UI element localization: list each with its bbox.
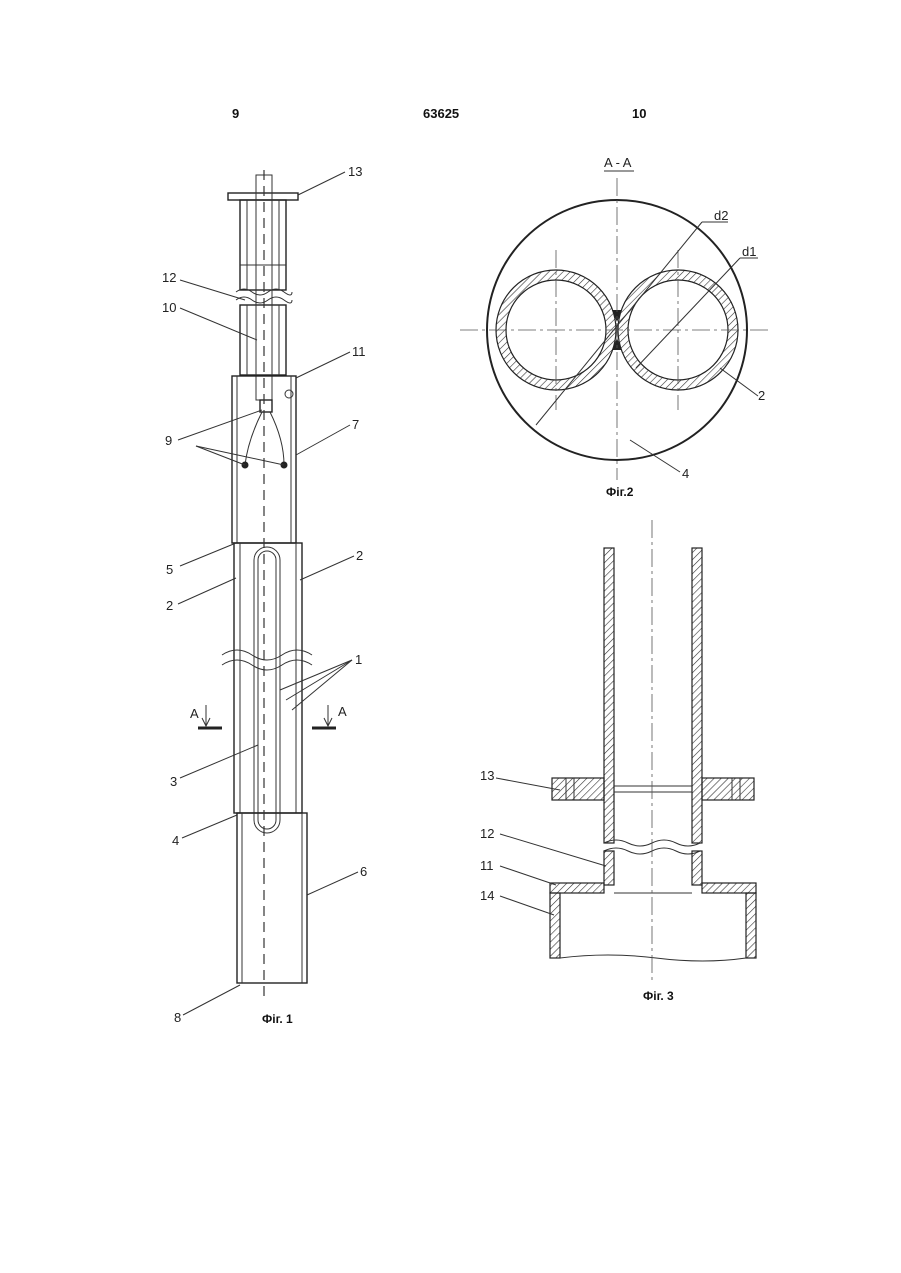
fig3-label-14: 14 (480, 888, 494, 903)
fig1-label-7: 7 (352, 417, 359, 432)
vessel-14-right (746, 893, 756, 958)
fig1-label-5: 5 (166, 562, 173, 577)
fig1-label-9: 9 (165, 433, 172, 448)
flange-13-right (702, 778, 754, 800)
flange-13-left (552, 778, 604, 800)
plate-11-left (550, 883, 604, 893)
flange-13 (228, 193, 298, 200)
fig1-label-10: 10 (162, 300, 176, 315)
wire-right (270, 412, 284, 465)
figure-3: 13 12 11 14 Фіг. 3 (480, 520, 756, 1003)
lower-pipe-6 (237, 813, 307, 983)
body-2 (234, 543, 302, 813)
fig1-caption: Фіг. 1 (262, 1012, 293, 1026)
fig1-label-12: 12 (162, 270, 176, 285)
neck-12-right (692, 851, 702, 885)
fig1-section-a-right: A (338, 704, 347, 719)
fig2-label-4: 4 (682, 466, 689, 481)
fig1-section-a-left: A (190, 706, 199, 721)
fig3-label-13: 13 (480, 768, 494, 783)
fig2-section-title: A - A (604, 155, 632, 170)
fitting-circle (285, 390, 293, 398)
neck-12-left (604, 851, 614, 885)
fig3-label-11: 11 (480, 858, 494, 873)
fig1-label-13: 13 (348, 164, 362, 179)
fig1-label-2-right: 2 (356, 548, 363, 563)
figure-1: 13 12 10 11 9 7 5 2 2 1 A A 3 4 6 8 Фіг.… (162, 164, 367, 1026)
vessel-14-left (550, 893, 560, 958)
fig3-caption: Фіг. 3 (643, 989, 674, 1003)
fig1-label-3: 3 (170, 774, 177, 789)
fig3-label-12: 12 (480, 826, 494, 841)
fig1-label-11: 11 (352, 344, 366, 359)
figure-2: A - A d2 d1 2 4 Фіг.2 (460, 155, 772, 499)
fig1-label-6: 6 (360, 864, 367, 879)
fig2-label-d2: d2 (714, 208, 728, 223)
fig1-label-2-left: 2 (166, 598, 173, 613)
fig1-label-1: 1 (355, 652, 362, 667)
fig1-label-8: 8 (174, 1010, 181, 1025)
fig2-label-2: 2 (758, 388, 765, 403)
pipe-wall-left (604, 548, 614, 843)
fig2-caption: Фіг.2 (606, 485, 634, 499)
fig2-label-d1: d1 (742, 244, 756, 259)
fig1-label-4: 4 (172, 833, 179, 848)
plate-11-right (702, 883, 756, 893)
pipe-wall-right (692, 548, 702, 843)
